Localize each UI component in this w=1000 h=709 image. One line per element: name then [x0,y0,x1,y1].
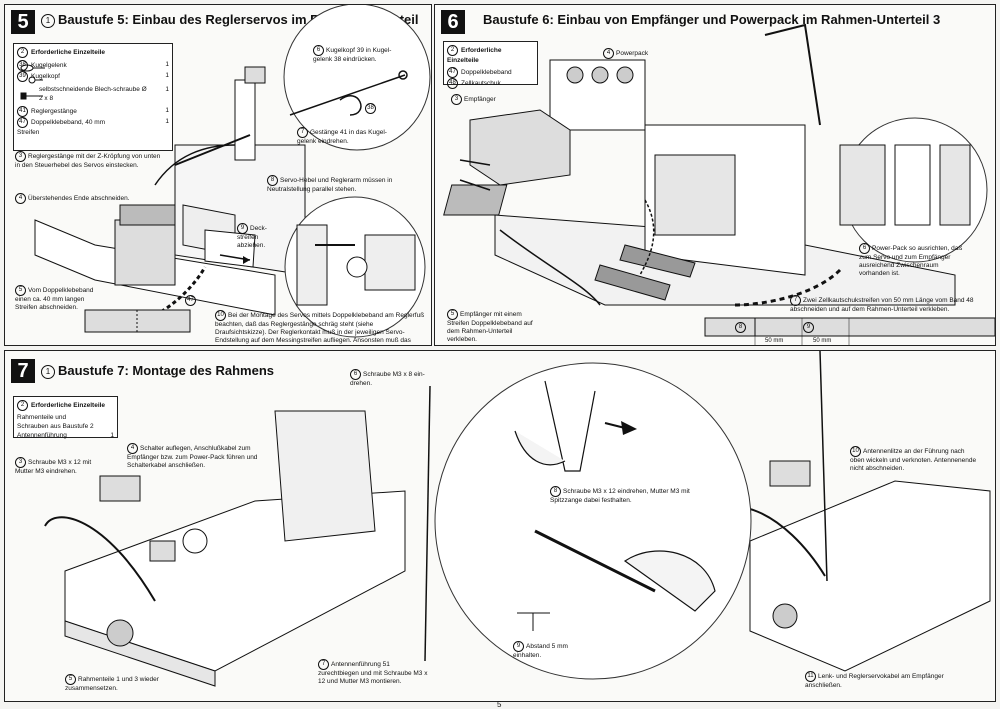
step5-label-47: 47 [185,295,198,306]
step6-illustration [443,23,995,345]
step5-part-row: selbstschneidende Blech-schraube Ø 2 x 8… [39,86,169,102]
step7-illustration [44,351,991,687]
step5-title-index: 1 [41,13,55,28]
step6-strip-9: 9 [803,322,816,333]
step5-label-38: 38 [365,103,378,114]
step7-number: 7 [11,359,35,383]
step6-number: 6 [441,10,465,34]
step6-dim-2: 50 mm [813,338,832,344]
step5-number: 5 [11,10,35,34]
page-number: 5 [497,700,502,709]
step6-dim-1: 50 mm [765,338,784,344]
step6-panel: 6 Baustufe 6: Einbau von Empfänger und P… [434,4,996,346]
step6-strip-8: 8 [735,322,748,333]
step6-title: Baustufe 6: Einbau von Empfänger und Pow… [483,12,941,27]
step7-parts-line: Rahmenteile und [17,414,67,421]
step7-parts-line: Schrauben aus Baustufe 2 [17,423,94,430]
